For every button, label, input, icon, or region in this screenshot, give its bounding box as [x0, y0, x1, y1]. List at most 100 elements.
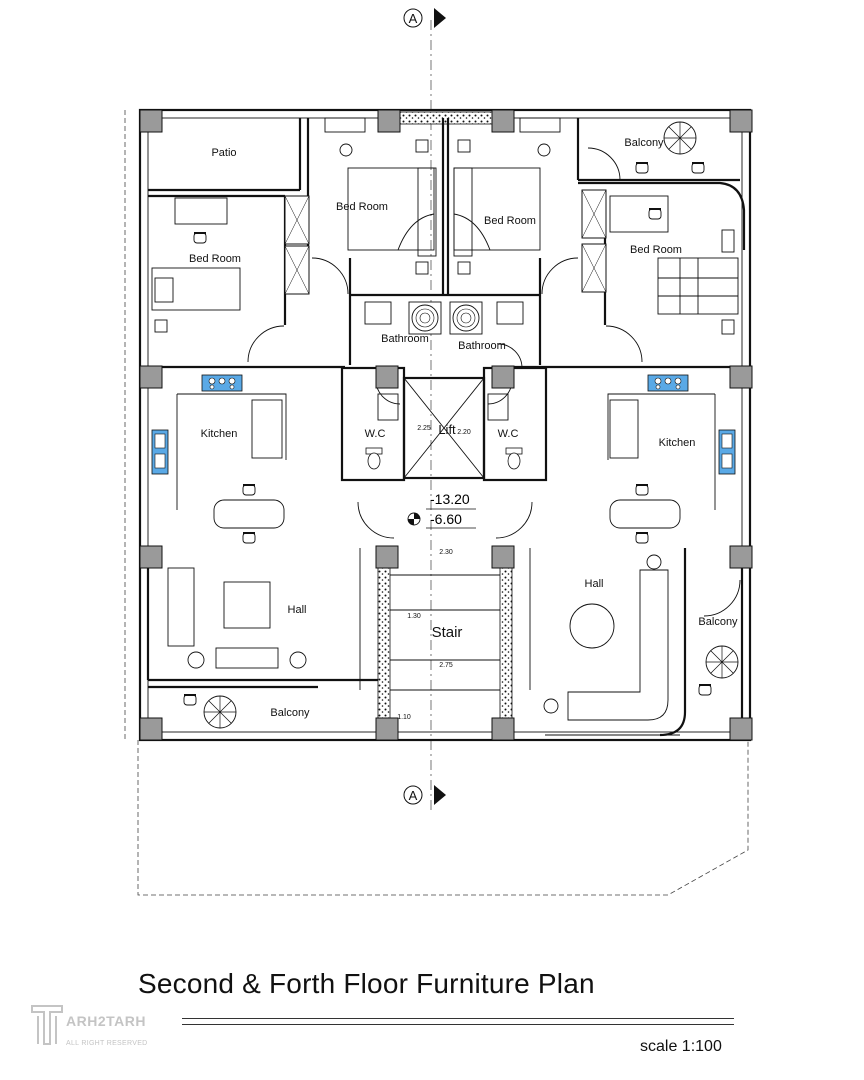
balcony-chair	[635, 162, 649, 174]
nightstand	[457, 261, 471, 275]
lamp	[537, 143, 551, 157]
round-table	[569, 603, 615, 649]
stove-right	[647, 374, 689, 392]
svg-text:A: A	[409, 11, 418, 26]
room-label-hall: Hall	[288, 604, 307, 616]
umbrella-table	[663, 121, 697, 155]
door-swing	[495, 501, 533, 539]
door-swing	[587, 147, 621, 181]
dining-chair	[242, 484, 256, 496]
dim-lift-w: 2.25	[417, 425, 431, 432]
room-label-hall: Hall	[585, 578, 604, 590]
fridge	[251, 399, 283, 459]
sofa	[167, 567, 195, 647]
kitchen-counter	[607, 393, 715, 460]
lift-shaft	[402, 376, 486, 480]
door-swing	[357, 501, 395, 539]
desk	[174, 197, 228, 225]
room-label-wc: W.C	[498, 428, 519, 440]
sofa	[215, 647, 279, 669]
section-marker-bottom: A	[403, 785, 446, 805]
side-table	[187, 651, 205, 669]
outer-wall	[138, 108, 752, 742]
room-label-bathroom: Bathroom	[458, 340, 506, 352]
door-swing	[605, 325, 643, 363]
dim-stair-low: 2.75	[439, 662, 453, 669]
wc-basin	[377, 393, 399, 421]
fridge	[609, 399, 639, 459]
desk-chair	[648, 208, 662, 220]
lamp	[339, 143, 353, 157]
toilet	[365, 447, 383, 470]
stair-wall-right	[499, 547, 513, 741]
room-label-stair: Stair	[432, 624, 463, 641]
dining-table-right	[609, 499, 681, 529]
wardrobe	[581, 189, 607, 239]
balcony-chair	[698, 684, 712, 696]
dining-chair	[242, 532, 256, 544]
columns	[139, 109, 753, 741]
nightstand	[721, 229, 735, 253]
drawing-title: Second & Forth Floor Furniture Plan	[138, 968, 595, 999]
watermark-logo	[31, 1005, 63, 1045]
title-rule	[182, 1018, 734, 1019]
room-label-patio: Patio	[211, 147, 236, 159]
coffee-table	[223, 581, 271, 629]
umbrella-table	[705, 645, 739, 679]
stove-left	[201, 374, 243, 392]
dim-stair-bottom: 1.10	[397, 714, 411, 721]
nightstand	[154, 319, 168, 333]
nightstand	[721, 319, 735, 335]
shower-right	[449, 301, 483, 335]
balcony-chair	[691, 162, 705, 174]
level-lower: -6.60	[430, 511, 462, 527]
side-table	[289, 651, 307, 669]
door-swing	[311, 257, 349, 295]
dim-stair-top: 2.30	[439, 549, 453, 556]
svg-text:A: A	[409, 788, 418, 803]
curved-wall	[578, 181, 746, 250]
door-swing	[541, 257, 579, 295]
wardrobe	[284, 245, 310, 295]
room-label-kitchen: Kitchen	[659, 437, 696, 449]
room-label-bedroom: Bed Room	[484, 215, 536, 227]
title-rule	[182, 1024, 734, 1025]
watermark-name: ARH2TARH	[66, 1013, 146, 1029]
wc-basin	[487, 393, 509, 421]
room-label-balcony: Balcony	[698, 616, 738, 628]
bedside	[519, 117, 561, 133]
site-boundary	[137, 740, 749, 896]
bed-right-small	[657, 257, 739, 315]
room-label-bedroom: Bed Room	[336, 201, 388, 213]
room-label-bathroom: Bathroom	[381, 333, 429, 345]
wardrobe-slim	[417, 167, 437, 257]
wardrobe	[581, 243, 607, 293]
drawing-scale: scale 1:100	[640, 1038, 722, 1055]
room-label-balcony: Balcony	[270, 707, 310, 719]
umbrella-table	[203, 695, 237, 729]
sink-left	[151, 429, 169, 475]
room-label-bedroom: Bed Room	[630, 244, 682, 256]
bed-left-small	[151, 267, 241, 311]
balcony-chair	[183, 694, 197, 706]
washbasin	[496, 301, 524, 325]
kitchen-counter	[177, 393, 287, 460]
room-label-wc: W.C	[365, 428, 386, 440]
desk-chair	[193, 232, 207, 244]
bedside	[324, 117, 366, 133]
stair-wall-left	[377, 547, 391, 741]
balcony-curve-wall	[659, 548, 687, 737]
corner-sofa	[567, 569, 669, 721]
dim-stair-mid: 1.30	[407, 613, 421, 620]
level-marker	[407, 508, 476, 529]
dining-chair	[635, 532, 649, 544]
dining-chair	[635, 484, 649, 496]
bed-left-main	[347, 167, 435, 251]
door-swing	[247, 325, 285, 363]
dining-table-left	[213, 499, 285, 529]
nightstand	[457, 139, 471, 153]
nightstand	[415, 139, 429, 153]
room-label-balcony: Balcony	[624, 137, 664, 149]
wardrobe	[284, 195, 310, 245]
